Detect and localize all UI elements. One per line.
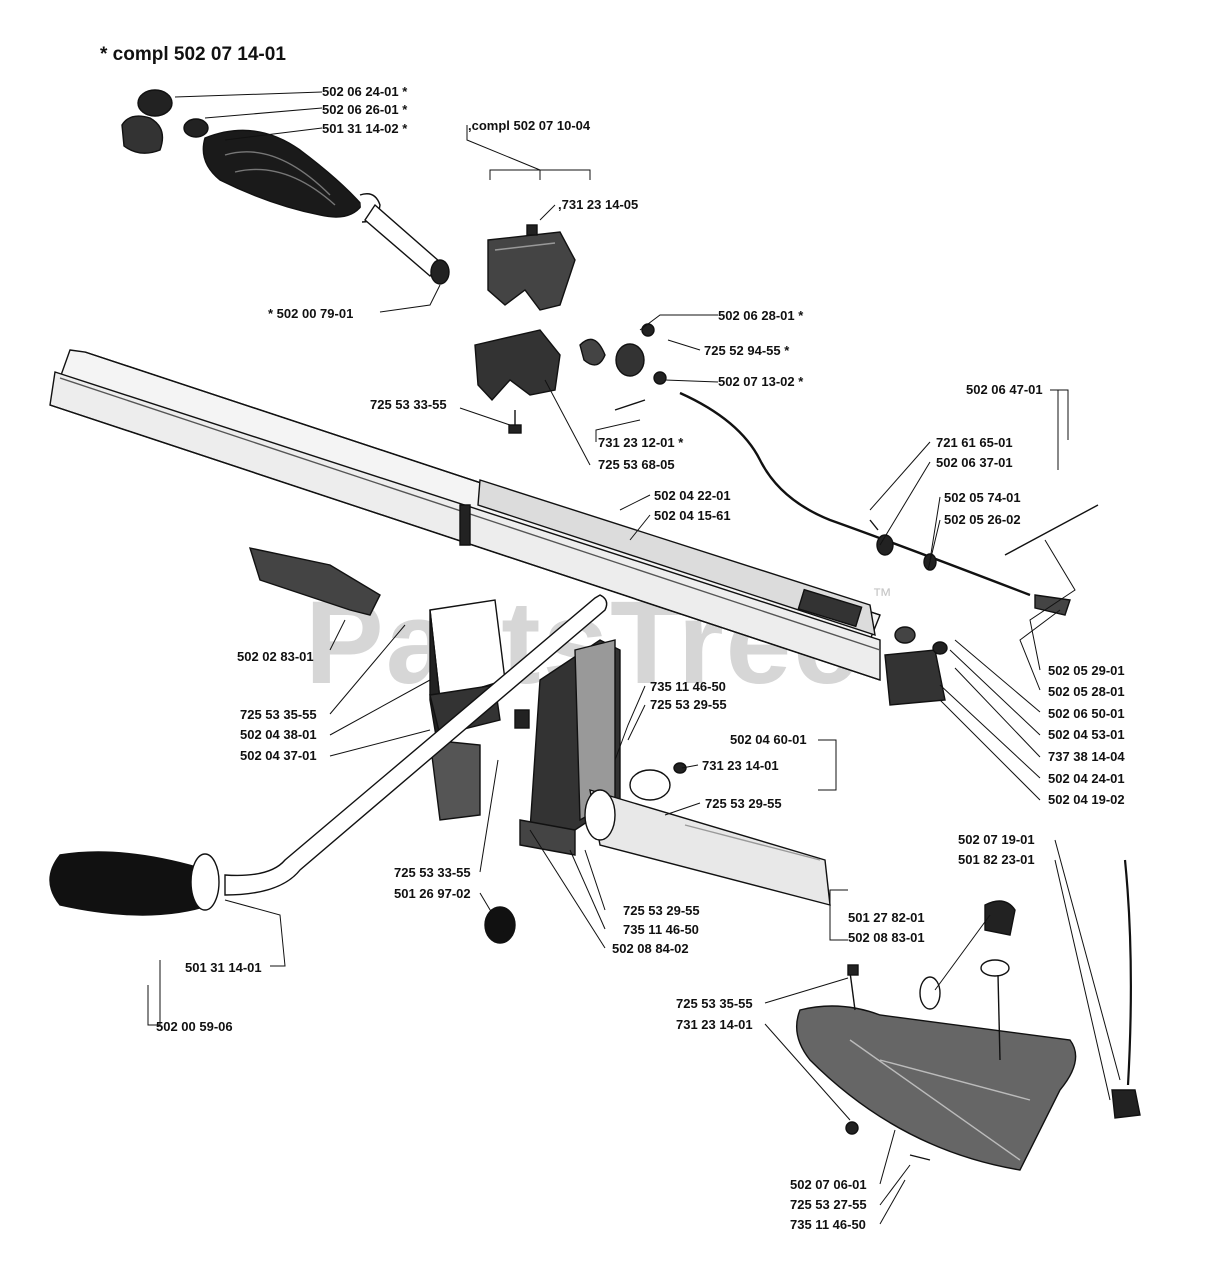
part-label: 725 53 33-55 [394, 865, 471, 880]
part-label: 502 07 19-01 [958, 832, 1035, 847]
part-label: 731 23 12-01 * [598, 435, 684, 450]
part-label: 735 11 46-50 [623, 922, 699, 937]
part-label: 502 06 47-01 [966, 382, 1043, 397]
fuel-tank [796, 859, 1141, 1171]
part-label: 502 05 28-01 [1048, 684, 1125, 699]
part-label: 737 38 14-04 [1048, 749, 1125, 764]
part-label: 502 04 53-01 [1048, 727, 1125, 742]
loop-handle-bar [49, 594, 608, 916]
part-label: 502 05 74-01 [944, 490, 1021, 505]
part-label: 502 05 26-02 [944, 512, 1021, 527]
part-label: 502 00 59-06 [156, 1019, 233, 1034]
part-label: 502 04 22-01 [654, 488, 731, 503]
group-label-compl: ,compl 502 07 10-04 [468, 118, 591, 133]
watermark-trademark: ™ [872, 585, 892, 607]
part-label: 721 61 65-01 [936, 435, 1013, 450]
part-label: 502 06 26-01 * [322, 102, 408, 117]
part-label: 725 53 29-55 [705, 796, 782, 811]
part-label: 502 06 24-01 * [322, 84, 408, 99]
part-label: ,731 23 14-05 [558, 197, 639, 212]
assembly-title: * compl 502 07 14-01 [100, 44, 286, 65]
part-label: 502 08 83-01 [848, 930, 925, 945]
clamp-bracket [474, 224, 576, 434]
cable-end-parts [869, 504, 1099, 616]
part-label: 725 53 27-55 [790, 1197, 867, 1212]
part-label: 501 27 82-01 [848, 910, 925, 925]
part-label: 501 31 14-02 * [322, 121, 408, 136]
part-label: 735 11 46-50 [650, 679, 726, 694]
part-label: 731 23 14-01 [676, 1017, 753, 1032]
part-label: 502 08 84-02 [612, 941, 689, 956]
part-label: 502 05 29-01 [1048, 663, 1125, 678]
part-label: 502 04 60-01 [730, 732, 807, 747]
part-label: 502 07 13-02 * [718, 374, 804, 389]
part-label: 502 04 37-01 [240, 748, 317, 763]
part-label: 502 04 24-01 [1048, 771, 1125, 786]
part-label: * 502 00 79-01 [268, 306, 354, 321]
part-label: 501 26 97-02 [394, 886, 471, 901]
part-label: 502 04 19-02 [1048, 792, 1125, 807]
part-label: 502 06 50-01 [1048, 706, 1125, 721]
part-label: 725 53 35-55 [676, 996, 753, 1011]
part-label: 725 53 33-55 [370, 397, 447, 412]
main-shaft-tube [49, 349, 948, 706]
part-label: 501 31 14-01 [185, 960, 262, 975]
part-label: 735 11 46-50 [790, 1217, 866, 1232]
part-label: 725 53 29-55 [623, 903, 700, 918]
part-label: 502 06 37-01 [936, 455, 1013, 470]
part-label: 725 53 35-55 [240, 707, 317, 722]
part-label: 502 02 83-01 [237, 649, 314, 664]
part-label: 501 82 23-01 [958, 852, 1035, 867]
upper-handle-assembly [121, 89, 450, 285]
part-label: 725 53 68-05 [598, 457, 675, 472]
part-label: 725 52 94-55 * [704, 343, 790, 358]
part-label: 502 07 06-01 [790, 1177, 867, 1192]
part-label: 502 06 28-01 * [718, 308, 804, 323]
part-label: 502 04 15-61 [654, 508, 731, 523]
rear-handle [584, 762, 831, 906]
part-label: 725 53 29-55 [650, 697, 727, 712]
part-label: 502 04 38-01 [240, 727, 317, 742]
part-label: 731 23 14-01 [702, 758, 779, 773]
